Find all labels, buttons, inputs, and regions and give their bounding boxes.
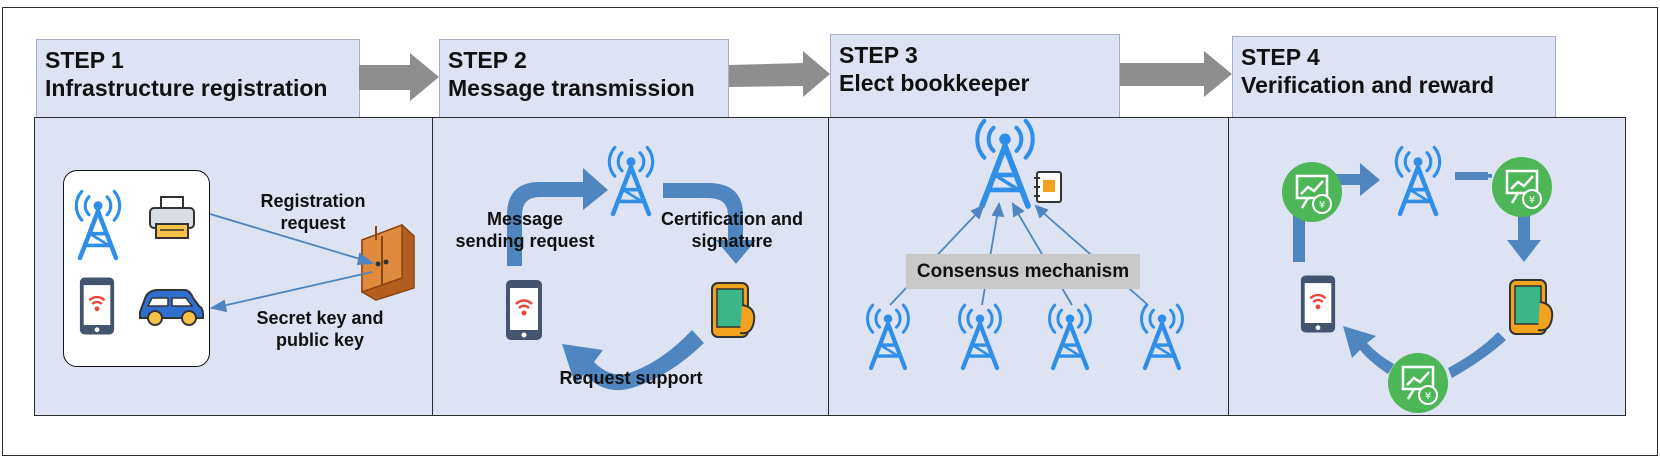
smartphone-icon — [78, 276, 116, 336]
step-3-number: STEP 3 — [839, 42, 918, 68]
hand-phone-icon — [1509, 279, 1554, 335]
reward-chart-icon — [1490, 155, 1554, 219]
step-4-title: Verification and reward — [1241, 72, 1495, 98]
step-1-title: Infrastructure registration — [45, 75, 328, 101]
antenna-tower-icon — [1142, 305, 1183, 368]
step-3-title: Elect bookkeeper — [839, 70, 1030, 96]
antenna-tower-icon — [1396, 147, 1439, 214]
antenna-tower-icon — [609, 147, 652, 214]
step-2-title: Message transmission — [448, 75, 695, 101]
cycle-arrows-step-2 — [507, 168, 756, 391]
antenna-tower-icon — [1050, 305, 1091, 368]
certification-signature-label: Certification and signature — [660, 209, 803, 251]
step-3-header: STEP 3 Elect bookkeeper — [830, 34, 1120, 118]
antenna-tower-icon — [977, 121, 1032, 206]
printer-icon — [149, 196, 195, 239]
antenna-tower-icon — [868, 305, 909, 368]
step-arrow-2-3 — [729, 51, 830, 97]
step-arrow-1-2 — [359, 53, 439, 101]
car-icon — [139, 289, 204, 326]
smartphone-icon — [504, 278, 544, 342]
antenna-tower-icon — [76, 191, 119, 258]
hand-phone-icon — [711, 282, 756, 338]
step-4-number: STEP 4 — [1241, 44, 1320, 70]
diagram-frame — [2, 7, 1658, 456]
step-2-number: STEP 2 — [448, 47, 527, 73]
step-arrow-3-4 — [1120, 51, 1232, 97]
smartphone-icon — [1299, 274, 1337, 334]
consensus-mechanism-label: Consensus mechanism — [906, 254, 1140, 289]
secret-key-label: Secret key and public key — [256, 308, 384, 350]
ledger-book-icon — [1034, 171, 1062, 203]
step-4-header: STEP 4 Verification and reward — [1232, 36, 1556, 118]
step-1-number: STEP 1 — [45, 47, 124, 73]
reward-chart-icon — [1280, 160, 1344, 224]
antenna-tower-icon — [960, 305, 1001, 368]
server-cabinet-icon — [361, 223, 415, 301]
reward-chart-icon — [1386, 351, 1450, 415]
message-sending-request-label: Message sending request — [455, 209, 595, 251]
cycle-arrows-step-4 — [1293, 163, 1541, 378]
request-support-label: Request support — [559, 368, 703, 388]
registration-arrows — [209, 213, 375, 313]
step-2-header: STEP 2 Message transmission — [439, 39, 729, 118]
registration-request-label: Registration request — [260, 191, 366, 233]
